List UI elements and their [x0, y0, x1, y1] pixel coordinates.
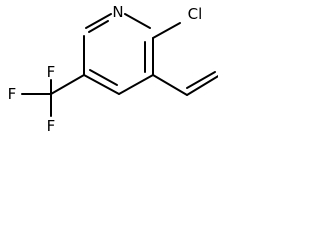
atom-f-top-label: F [47, 63, 56, 81]
bond-vinyl-double-b [186, 71, 216, 89]
chemical-structure-diagram: N Cl F F F [8, 3, 218, 135]
bond-c4-c5-double [89, 69, 118, 86]
bond-c5-cf3 [50, 74, 85, 95]
bond-n-c2 [124, 13, 151, 29]
bond-c3-vinyl [152, 74, 188, 96]
atom-n-label: N [112, 3, 123, 21]
bond-vinyl-double-a [186, 75, 218, 96]
atom-f-bottom-label: F [47, 117, 56, 135]
atom-cl-label: Cl [188, 5, 203, 23]
atom-f-left-label: F [8, 85, 17, 103]
bond-c3-c4 [118, 74, 154, 95]
bond-n-c6-double [88, 20, 109, 33]
bond-c2-cl [152, 22, 181, 39]
bond-n-c6 [85, 13, 112, 29]
bond-c4-c5 [83, 74, 120, 95]
